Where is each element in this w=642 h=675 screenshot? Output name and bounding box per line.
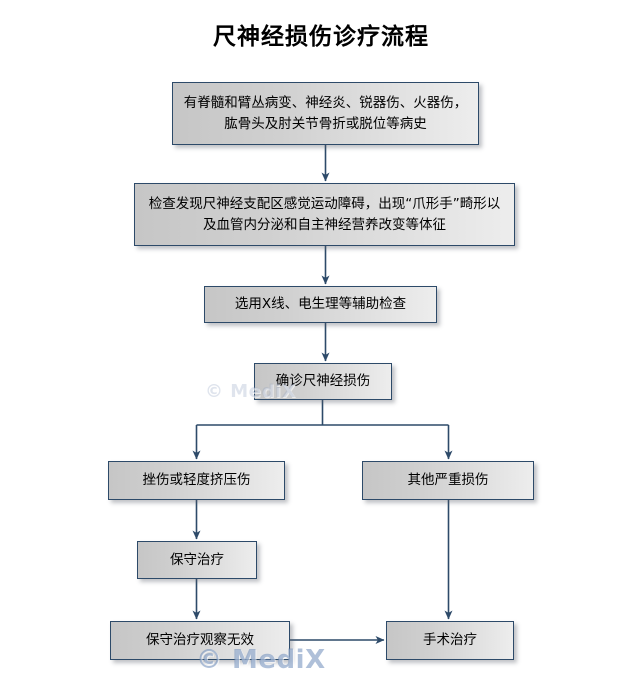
- node-mild-injury-label: 挫伤或轻度挤压伤: [142, 472, 251, 489]
- node-diagnosis[interactable]: 确诊尺神经损伤: [254, 363, 392, 400]
- page-title: 尺神经损伤诊疗流程: [213, 24, 429, 50]
- node-history[interactable]: 有脊髓和臂丛病变、神经炎、锐器伤、火器伤，肱骨头及肘关节骨折或脱位等病史: [172, 82, 479, 145]
- node-conservative-treatment[interactable]: 保守治疗: [137, 541, 257, 579]
- node-surgical-treatment[interactable]: 手术治疗: [386, 621, 514, 660]
- node-examination[interactable]: 检查发现尺神经支配区感觉运动障碍，出现“爪形手”畸形以及血管内分泌和自主神经营养…: [134, 183, 515, 246]
- node-conservative-failed-label: 保守治疗观察无效: [146, 632, 254, 649]
- node-conservative-treatment-label: 保守治疗: [170, 551, 224, 568]
- node-examination-label: 检查发现尺神经支配区感觉运动障碍，出现“爪形手”畸形以及血管内分泌和自主神经营养…: [148, 195, 501, 233]
- node-diagnosis-label: 确诊尺神经损伤: [275, 373, 371, 390]
- node-history-label: 有脊髓和臂丛病变、神经炎、锐器伤、火器伤，肱骨头及肘关节骨折或脱位等病史: [183, 94, 468, 132]
- node-auxiliary-exam[interactable]: 选用X线、电生理等辅助检查: [204, 286, 437, 323]
- node-auxiliary-exam-label: 选用X线、电生理等辅助检查: [234, 296, 407, 313]
- node-conservative-failed[interactable]: 保守治疗观察无效: [110, 621, 290, 660]
- node-severe-injury[interactable]: 其他严重损伤: [362, 461, 534, 500]
- node-mild-injury[interactable]: 挫伤或轻度挤压伤: [108, 461, 285, 500]
- node-surgical-treatment-label: 手术治疗: [423, 632, 477, 649]
- node-severe-injury-label: 其他严重损伤: [407, 472, 489, 489]
